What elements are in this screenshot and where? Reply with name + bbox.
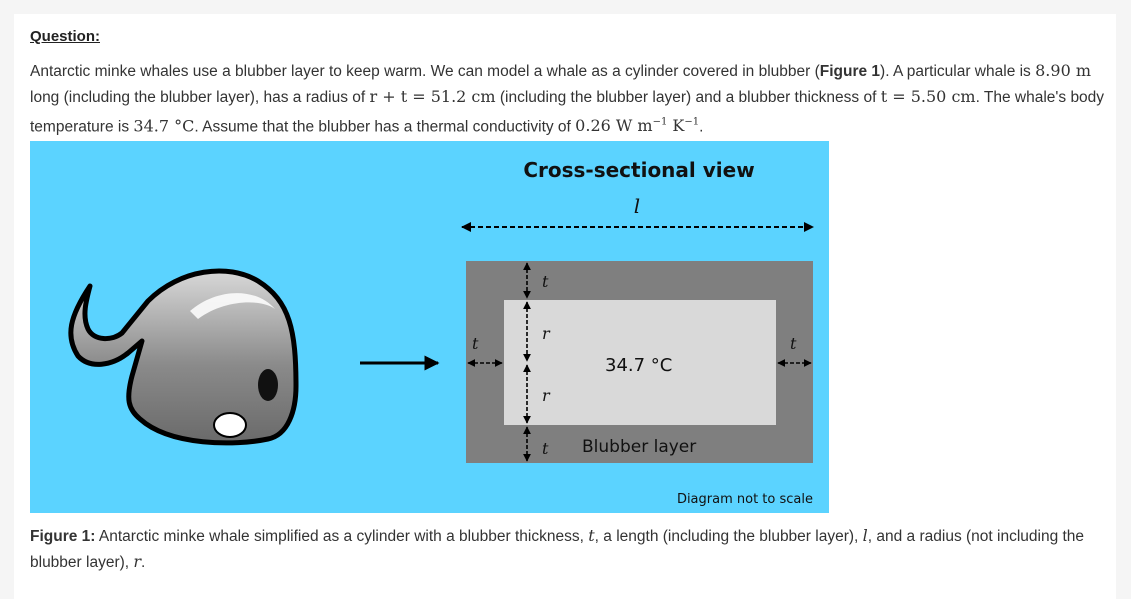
question-text-part: .	[699, 118, 704, 136]
figure-caption: Figure 1: Antarctic minke whale simplifi…	[30, 523, 1105, 575]
question-text-part: long (including the blubber layer), has …	[30, 89, 370, 106]
question-text-part: Antarctic minke whales use a blubber lay…	[30, 63, 820, 80]
caption-label: Figure 1:	[30, 528, 96, 545]
t-right-label: t	[790, 334, 797, 353]
whale-body	[68, 268, 299, 446]
diagram-title: Cross-sectional view	[523, 158, 754, 182]
core-temperature-label: 34.7 °C	[605, 355, 672, 376]
conductivity-exponent: −1	[684, 117, 700, 128]
question-text-part: ). A particular whale is	[880, 63, 1036, 80]
question-heading: Question:	[30, 28, 100, 45]
conductivity-exponent: −1	[652, 117, 668, 128]
cross-section-diagram: Cross-sectional view l	[68, 158, 814, 507]
caption-symbol-l: l	[862, 526, 868, 545]
caption-symbol-t: t	[588, 526, 595, 545]
blubber-layer-label: Blubber layer	[582, 437, 696, 457]
thickness-expression: t = 5.50 cm	[880, 87, 976, 106]
caption-text-part: , a length (including the blubber layer)…	[594, 528, 863, 545]
figure-1: Cross-sectional view l	[30, 141, 829, 513]
length-label: l	[634, 194, 640, 218]
question-text-part: . The whale's body temperature is	[30, 89, 1105, 136]
caption-text-part: Antarctic minke whale simplified as a cy…	[95, 528, 589, 545]
t-bottom-label: t	[542, 439, 549, 458]
t-top-label: t	[542, 272, 549, 291]
question-text-part: (including the blubber layer) and a blub…	[495, 89, 881, 106]
temperature-value: 34.7 °C	[133, 116, 195, 136]
caption-text-part: , and a radius (not including the blubbe…	[30, 528, 1085, 571]
caption-text-part: .	[141, 554, 146, 571]
body-core-rect	[504, 300, 776, 425]
radius-expression: r + t = 51.2 cm	[369, 87, 496, 106]
conductivity-value: 0.26 W m−1 K−1	[575, 116, 699, 135]
whale-mouth	[213, 412, 247, 438]
whale-illustration	[68, 268, 299, 446]
t-left-label: t	[472, 334, 479, 353]
r-top-label: r	[542, 324, 551, 343]
r-bottom-label: r	[542, 386, 551, 405]
scale-note: Diagram not to scale	[677, 492, 813, 507]
question-text-part: . Assume that the blubber has a thermal …	[194, 118, 576, 136]
conductivity-unit: K	[667, 116, 685, 136]
question-card: Question: Antarctic minke whales use a b…	[14, 14, 1116, 599]
question-text: Antarctic minke whales use a blubber lay…	[30, 58, 1105, 139]
whale-highlight	[190, 293, 275, 319]
length-value: 8.90 m	[1035, 61, 1092, 80]
conductivity-number: 0.26 W m	[575, 116, 653, 136]
caption-symbol-r: r	[133, 552, 142, 571]
figure-reference: Figure 1	[819, 63, 881, 80]
whale-eye	[258, 369, 278, 401]
